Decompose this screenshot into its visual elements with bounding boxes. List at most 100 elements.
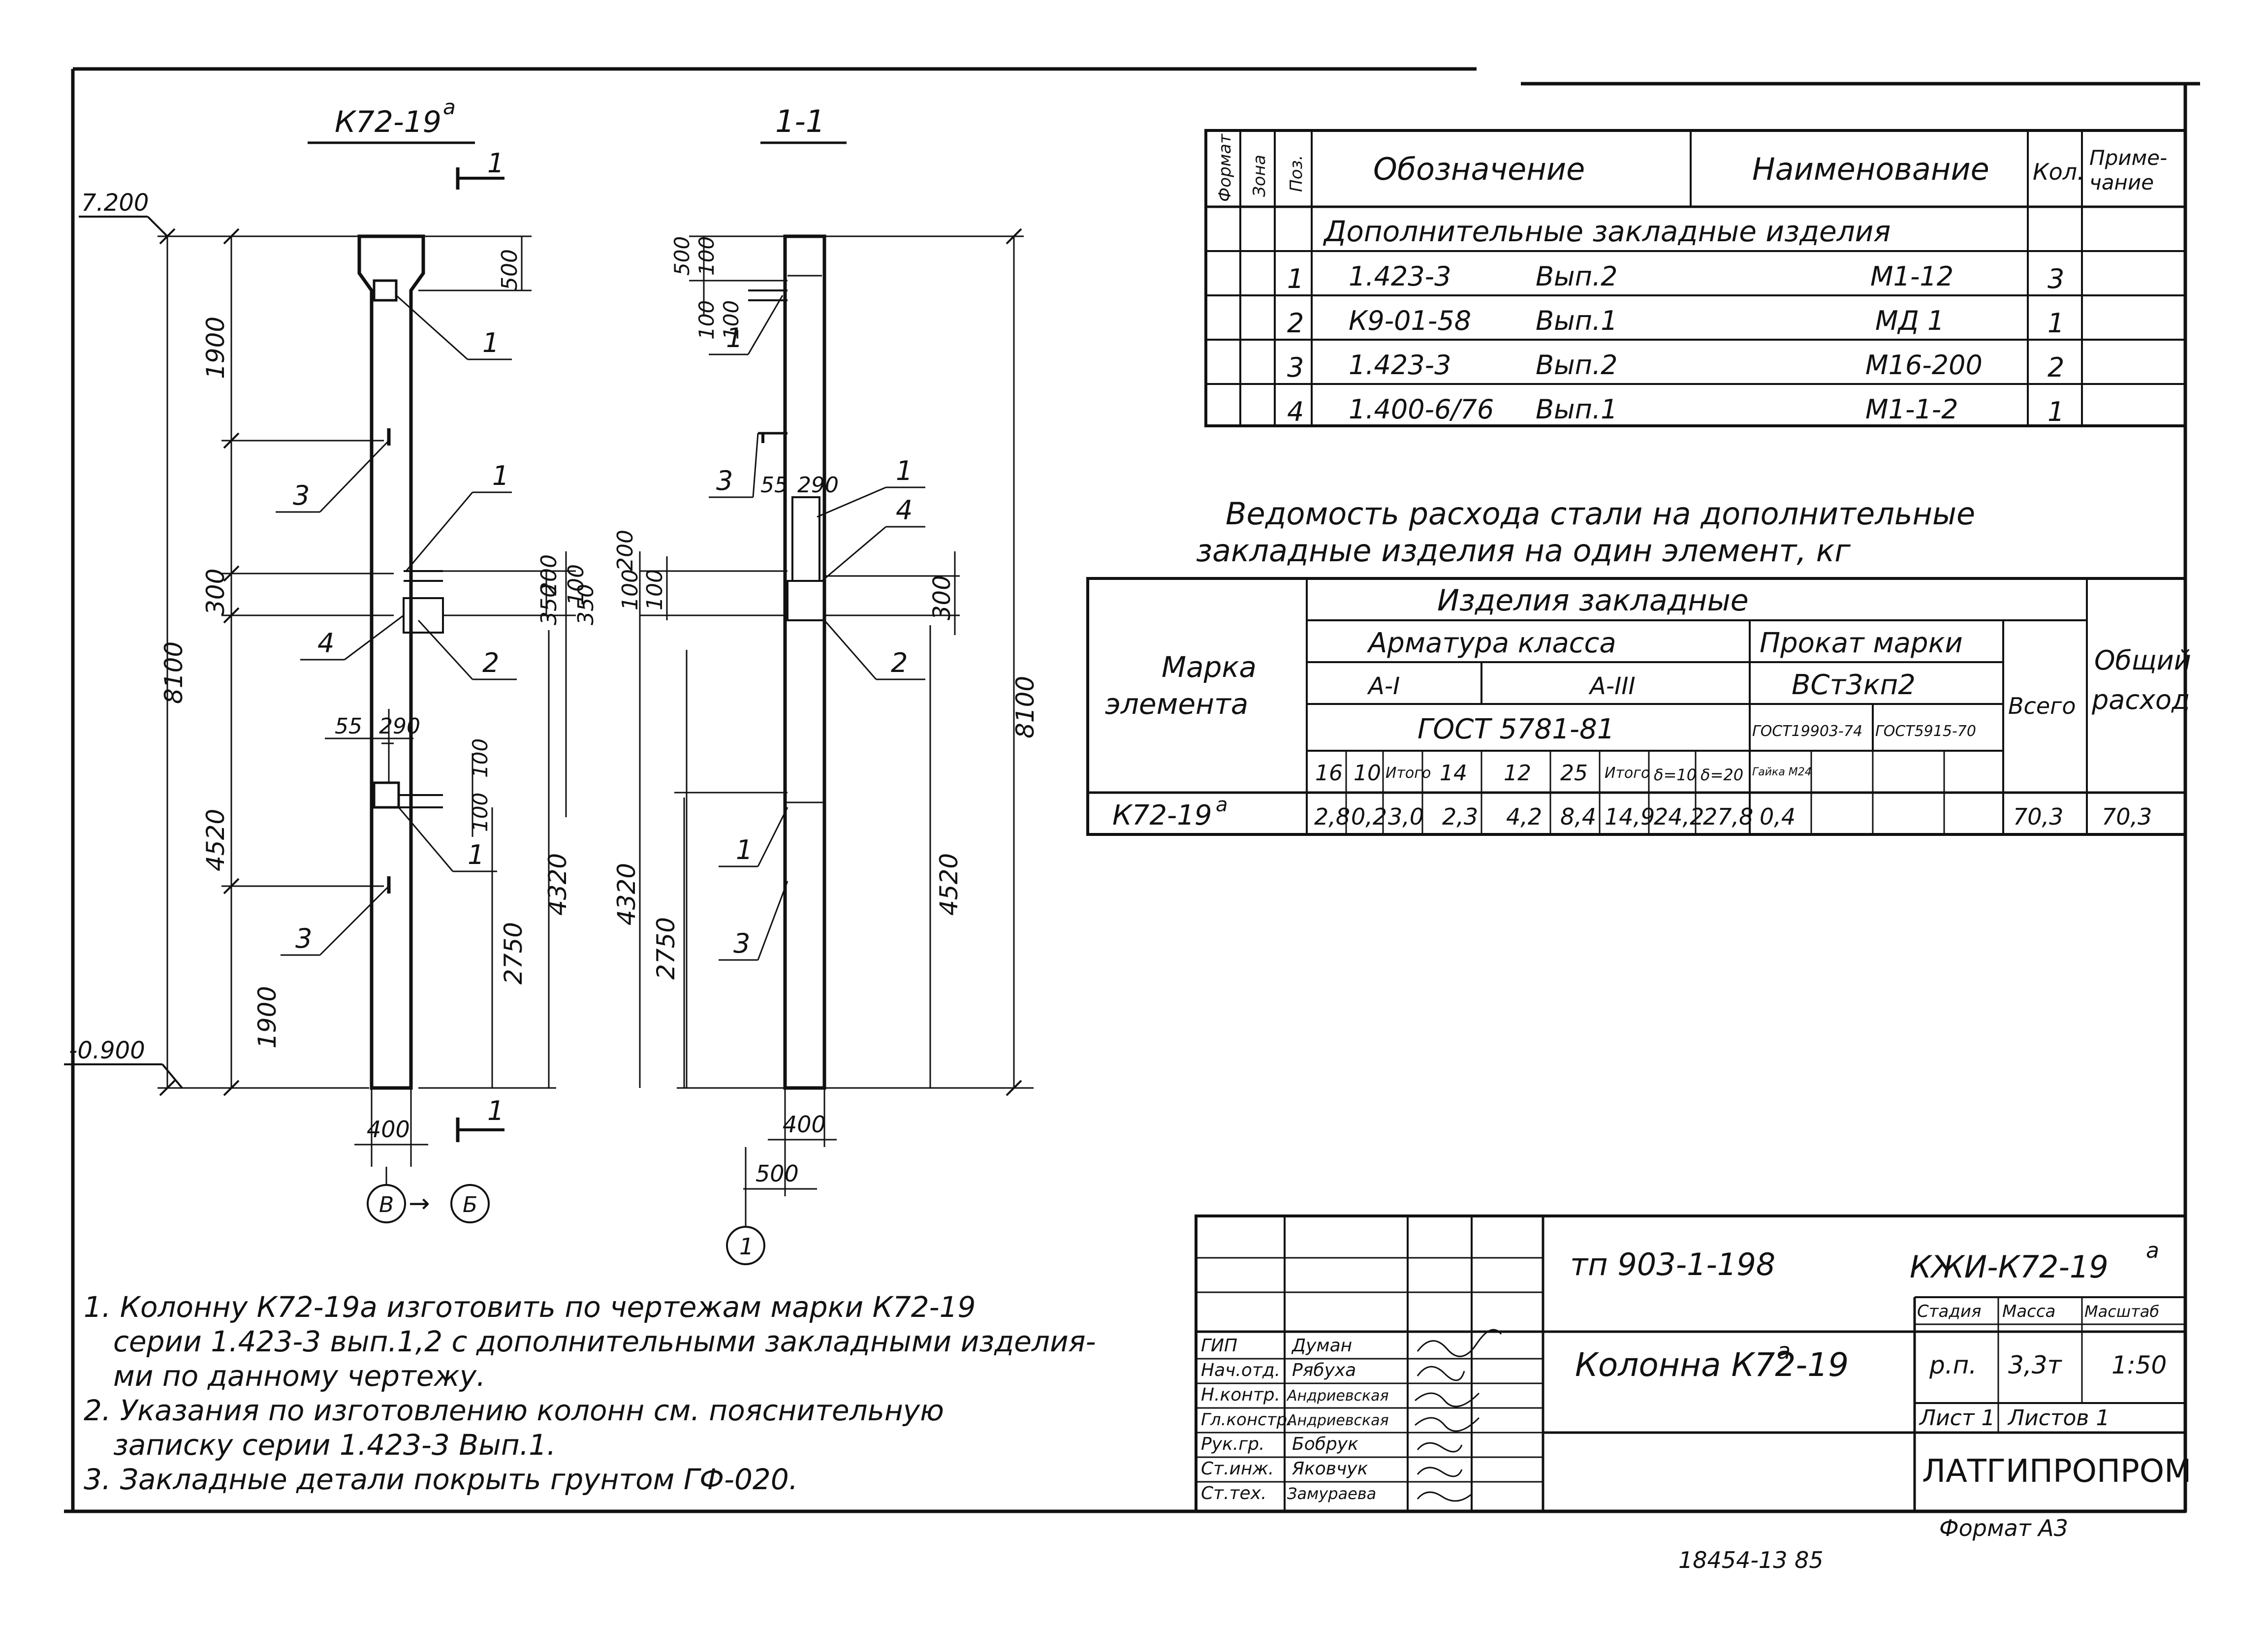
svg-text:400: 400 <box>367 1116 410 1143</box>
svg-text:Замураева: Замураева <box>1287 1484 1376 1503</box>
svg-text:4520: 4520 <box>935 853 963 916</box>
svg-text:12: 12 <box>1504 761 1531 786</box>
svg-text:100: 100 <box>618 569 643 610</box>
svg-text:2: 2 <box>482 647 499 678</box>
note-line: 2. Указания по изготовлению колонн см. п… <box>84 1394 944 1427</box>
svg-text:200: 200 <box>536 554 562 596</box>
svg-text:55: 55 <box>760 473 788 498</box>
spec-row: 3 1.423-3 Вып.2 М16-200 2 <box>1287 350 2064 383</box>
svg-text:Вып.2: Вып.2 <box>1536 261 1618 292</box>
drawing-name: Колонна К72-19 <box>1575 1346 1849 1384</box>
svg-text:МД 1: МД 1 <box>1875 305 1944 336</box>
svg-text:чание: чание <box>2089 170 2154 194</box>
svg-text:2,8: 2,8 <box>1314 803 1350 830</box>
svg-text:А-III: А-III <box>1588 672 1636 700</box>
svg-text:25: 25 <box>1560 761 1588 786</box>
svg-text:2750: 2750 <box>499 922 528 985</box>
svg-text:Арматура класса: Арматура класса <box>1367 627 1616 659</box>
svg-text:1: 1 <box>468 839 484 870</box>
svg-text:а: а <box>1216 794 1228 816</box>
svg-text:290: 290 <box>379 714 420 739</box>
spec-row: 1 1.423-3 Вып.2 М1-12 3 <box>1287 261 2064 294</box>
column-body <box>357 234 444 1090</box>
svg-text:300: 300 <box>201 569 230 615</box>
svg-text:100: 100 <box>719 300 743 340</box>
svg-text:Нач.отд.: Нач.отд. <box>1201 1360 1280 1380</box>
left-view-leaders: 1 3 1 4 2 1 3 <box>276 294 517 956</box>
svg-text:1: 1 <box>726 322 743 353</box>
svg-text:1900: 1900 <box>201 317 230 379</box>
svg-text:ГОСТ19903-74: ГОСТ19903-74 <box>1752 723 1862 740</box>
elevation-bottom: -0.900 <box>64 1037 183 1089</box>
svg-text:70,3: 70,3 <box>2013 803 2063 830</box>
svg-text:4: 4 <box>896 495 913 526</box>
svg-text:М1-12: М1-12 <box>1870 261 1953 292</box>
svg-text:4320: 4320 <box>612 863 641 926</box>
svg-text:К72-19: К72-19 <box>1112 799 1212 831</box>
svg-text:8100: 8100 <box>159 641 188 704</box>
spec-row: 4 1.400-6/76 Вып.1 М1-1-2 1 <box>1287 394 2064 427</box>
svg-text:Всего: Всего <box>2008 693 2076 719</box>
svg-text:70,3: 70,3 <box>2102 803 2152 830</box>
steel-title-line1: Ведомость расхода стали на дополнительны… <box>1226 496 1975 532</box>
section-long-dims: 4320 2750 8100 4520 <box>612 228 1040 1096</box>
svg-text:1: 1 <box>487 1095 504 1126</box>
svg-text:4320: 4320 <box>543 853 572 916</box>
steel-table: Марка элемента Изделия закладные Арматур… <box>1086 577 2191 836</box>
svg-text:Рябуха: Рябуха <box>1292 1360 1356 1380</box>
svg-text:1900: 1900 <box>253 986 282 1049</box>
svg-text:Марка: Марка <box>1162 650 1257 684</box>
svg-text:Яковчук: Яковчук <box>1292 1459 1368 1479</box>
svg-text:14,9: 14,9 <box>1605 803 1655 830</box>
section-mark-top: 1 <box>456 148 504 190</box>
svg-text:Вып.1: Вып.1 <box>1536 305 1618 336</box>
svg-text:100: 100 <box>694 300 719 340</box>
left-view-right-dims: 500 200 100 350 4320 2750 55 290 100 100 <box>325 235 589 1089</box>
svg-text:16: 16 <box>1315 761 1343 786</box>
svg-text:3: 3 <box>295 923 312 954</box>
svg-text:27,8: 27,8 <box>1703 803 1753 830</box>
svg-text:δ=10: δ=10 <box>1654 766 1697 784</box>
svg-text:К9-01-58: К9-01-58 <box>1349 305 1471 336</box>
svg-text:Вып.1: Вып.1 <box>1536 394 1618 425</box>
svg-text:→: → <box>409 1189 430 1218</box>
svg-text:Н.контр.: Н.контр. <box>1201 1385 1280 1405</box>
svg-text:М1-1-2: М1-1-2 <box>1865 394 1958 425</box>
svg-text:2,3: 2,3 <box>1442 803 1478 830</box>
note-line: серии 1.423-3 вып.1,2 с дополнительными … <box>113 1325 1096 1358</box>
svg-text:1: 1 <box>896 455 913 486</box>
left-view-title-sup: а <box>443 95 456 119</box>
section-leaders: 1 3 1 4 2 1 3 <box>709 295 925 961</box>
svg-text:100: 100 <box>642 569 667 610</box>
note-line: записку серии 1.423-3 Вып.1. <box>113 1428 556 1462</box>
svg-text:ВСт3кп2: ВСт3кп2 <box>1792 669 1916 701</box>
svg-text:4,2: 4,2 <box>1506 803 1542 830</box>
svg-text:Бобрук: Бобрук <box>1292 1434 1358 1454</box>
column-section-view: 1-1 500 100 100 100 55 290 <box>573 103 1040 1265</box>
svg-text:3,0: 3,0 <box>1388 803 1424 830</box>
svg-text:элемента: элемента <box>1105 687 1248 721</box>
svg-text:Стадия: Стадия <box>1917 1302 1981 1321</box>
svg-text:1: 1 <box>2048 396 2064 427</box>
steel-title-line2: закладные изделия на один элемент, кг <box>1196 533 1851 569</box>
spec-section-title: Дополнительные закладные изделия <box>1323 215 1890 248</box>
svg-text:Лист 1: Лист 1 <box>1919 1405 1995 1431</box>
svg-text:4: 4 <box>1287 396 1304 427</box>
svg-text:Андриевская: Андриевская <box>1286 1412 1389 1429</box>
svg-text:7.200: 7.200 <box>81 189 149 217</box>
svg-text:100: 100 <box>694 236 719 276</box>
svg-text:Поз.: Поз. <box>1287 155 1306 192</box>
svg-text:а: а <box>1777 1338 1791 1364</box>
svg-text:δ=20: δ=20 <box>1701 766 1743 784</box>
svg-text:200: 200 <box>613 530 638 571</box>
elevation-top: 7.200 <box>79 189 168 237</box>
svg-text:а: а <box>2146 1238 2159 1263</box>
svg-text:1: 1 <box>492 460 509 491</box>
svg-text:100: 100 <box>468 738 492 778</box>
svg-text:Итого: Итого <box>1386 765 1431 782</box>
left-view-width-dim: 400 В → Б <box>354 1088 490 1223</box>
archive-number: 18454-13 85 <box>1678 1547 1824 1573</box>
axis-1: 1 <box>739 1233 754 1260</box>
svg-text:1:50: 1:50 <box>2111 1351 2167 1379</box>
svg-text:3,3т: 3,3т <box>2008 1351 2063 1379</box>
